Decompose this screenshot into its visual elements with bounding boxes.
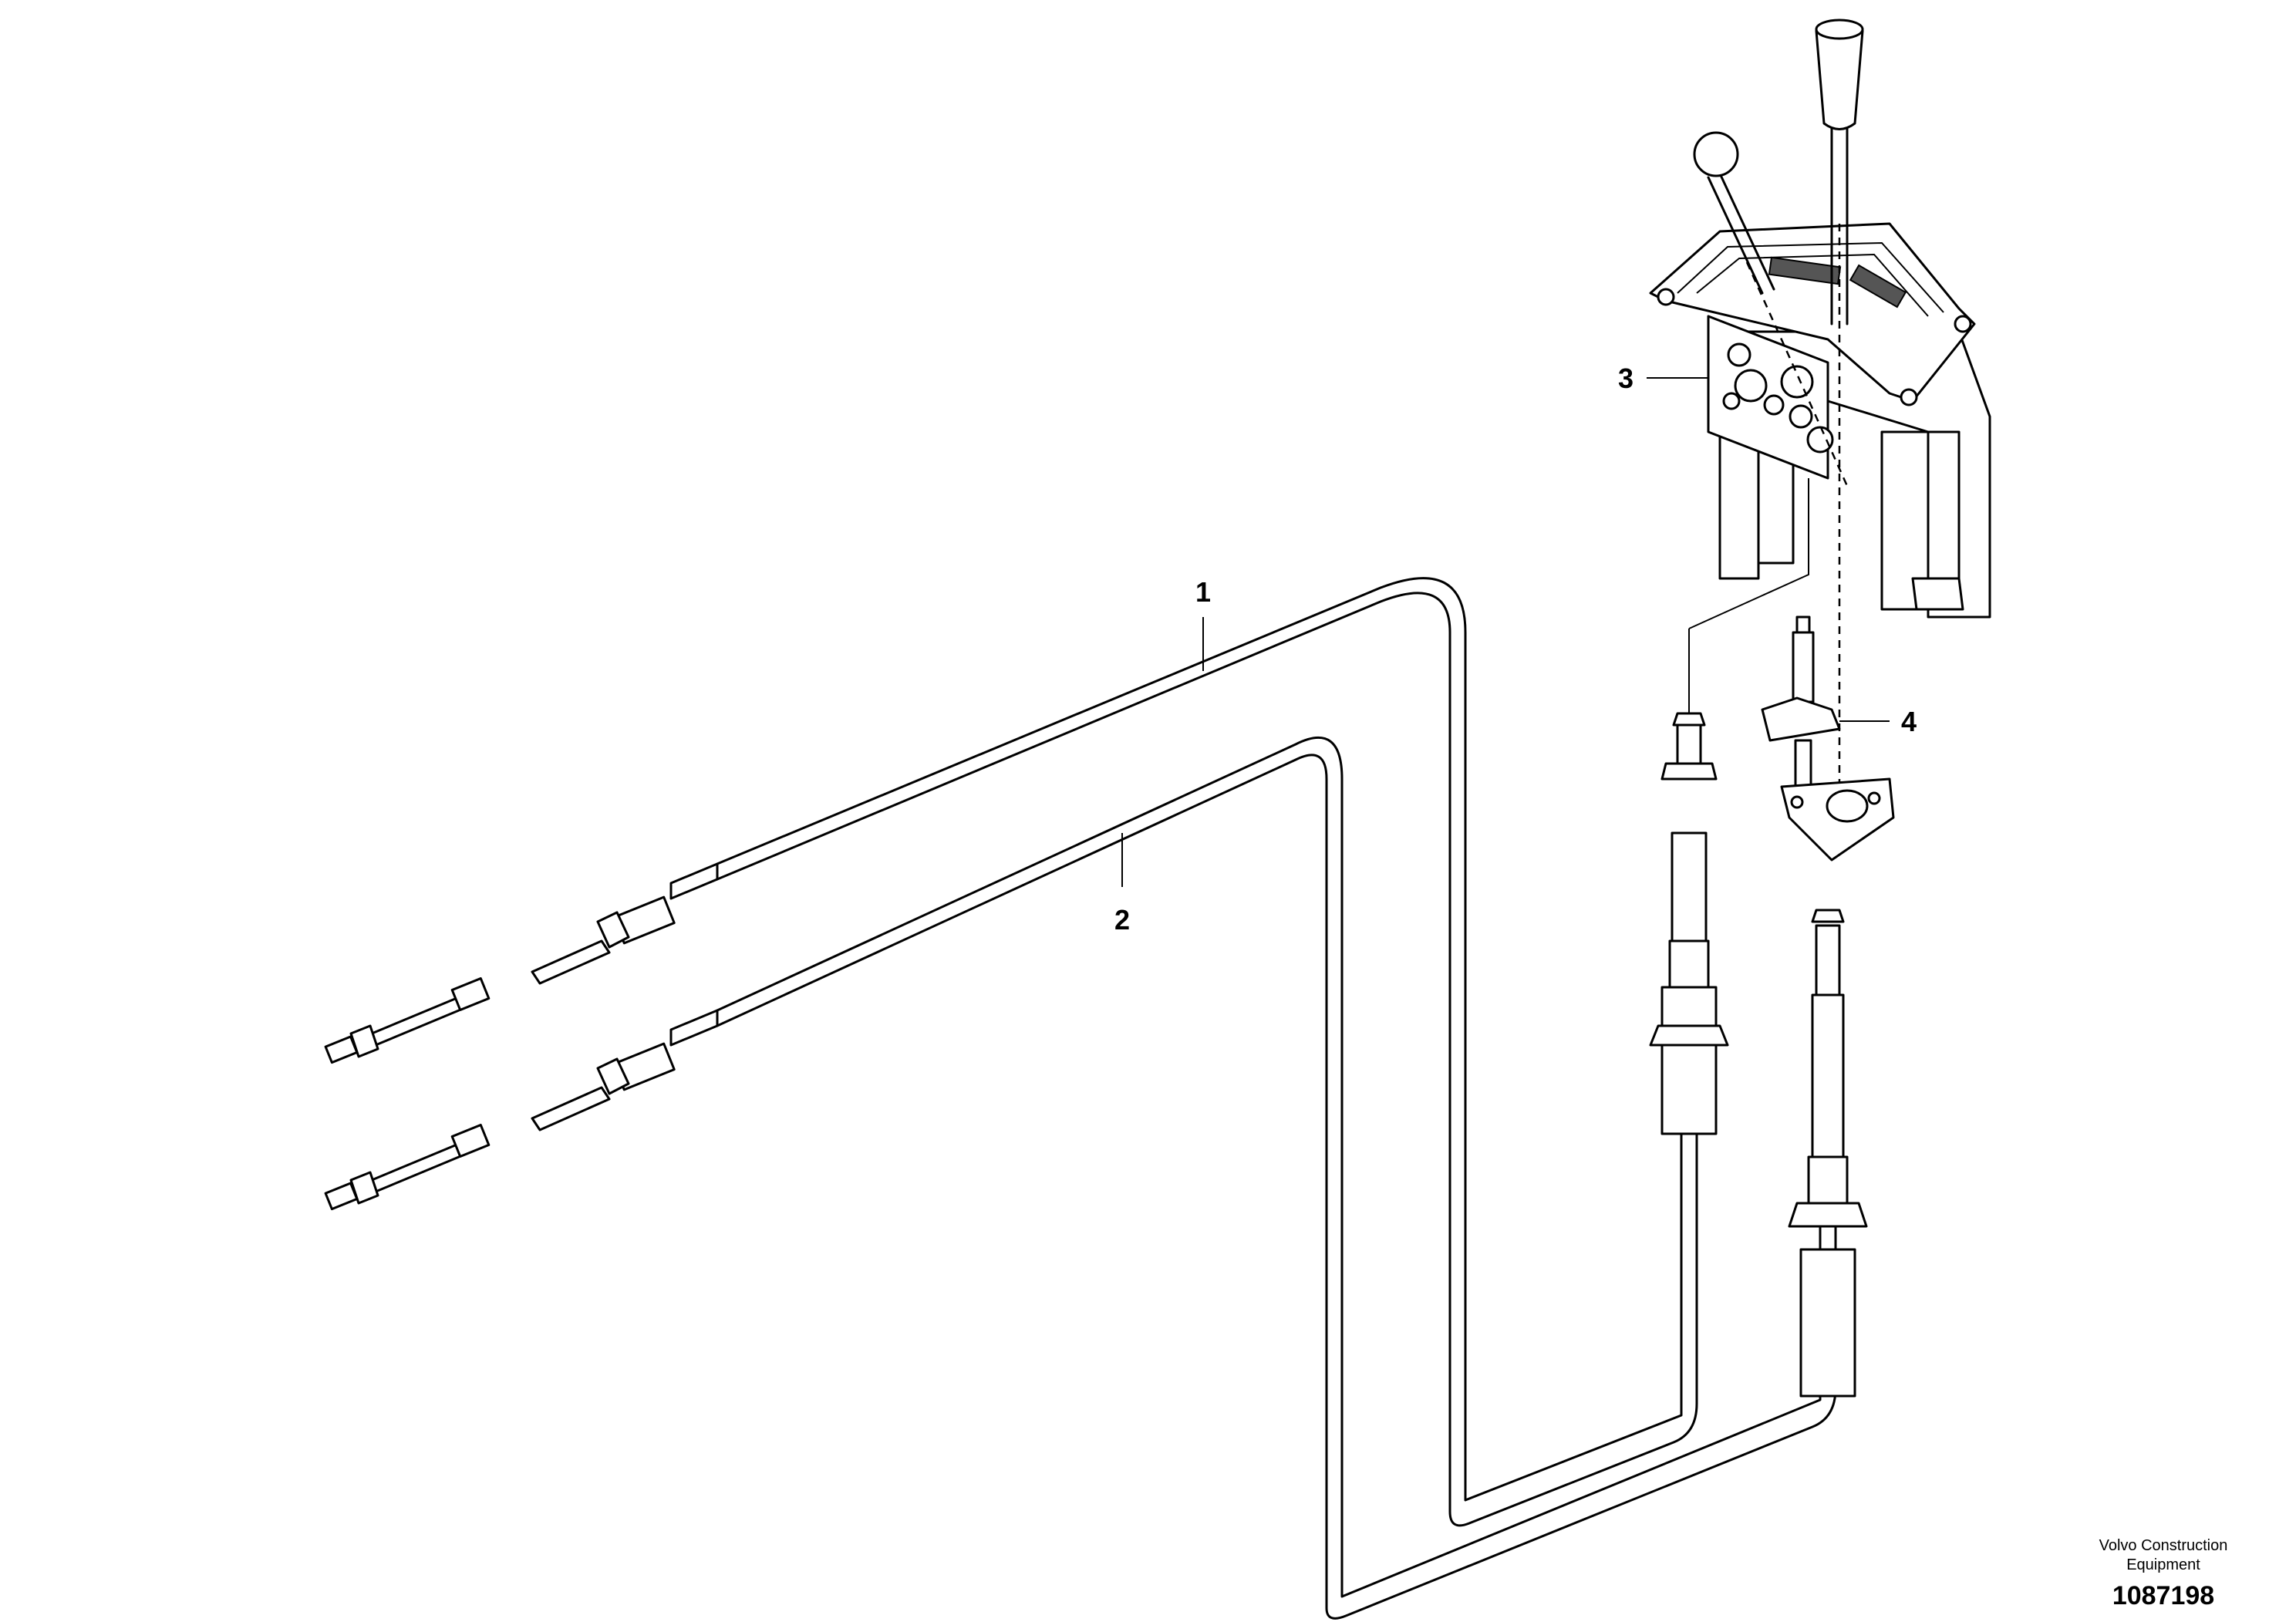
- cable-1: [324, 577, 1698, 1527]
- cable-1-connector-line: [1688, 478, 1809, 629]
- control-lever-unit: [1649, 19, 1991, 619]
- callout-4: 4: [1839, 706, 1917, 737]
- svg-text:2: 2: [1114, 904, 1130, 936]
- brand-line-2: Equipment: [2126, 1556, 2200, 1573]
- svg-text:1: 1: [1195, 576, 1211, 608]
- mounting-bracket: [1761, 615, 1895, 862]
- cable-2: [324, 736, 1837, 1620]
- callout-2: 2: [1114, 833, 1130, 936]
- callout-1: 1: [1195, 576, 1211, 671]
- cable-1-end-fitting-right: [1649, 629, 1729, 1135]
- callout-3: 3: [1618, 363, 1708, 394]
- svg-text:3: 3: [1618, 363, 1633, 394]
- part-number: 1087198: [2112, 1581, 2214, 1610]
- brand-line-1: Volvo Construction: [2099, 1537, 2228, 1554]
- cable-1-end-fitting-left: [324, 862, 719, 1064]
- cable-2-end-fitting-left: [324, 1009, 719, 1211]
- cable-2-end-fitting-right: [1788, 909, 1868, 1398]
- svg-text:4: 4: [1901, 706, 1917, 737]
